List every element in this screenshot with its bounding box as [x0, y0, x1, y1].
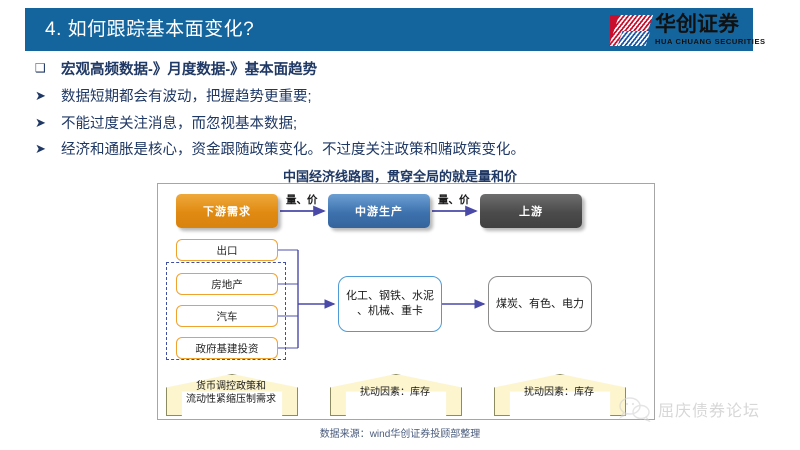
node-automobile: 汽车: [176, 305, 278, 327]
banner-shape: [494, 374, 626, 416]
node-midstream-industries-line1: 化工、钢铁、水泥: [346, 289, 434, 303]
list-item: ➤ 数据短期都会有波动，把握趋势更重要;: [35, 87, 635, 109]
banner-disturbance-inventory-2: 扰动因素：库存: [494, 374, 626, 416]
bullet-text: 数据短期都会有波动，把握趋势更重要;: [61, 88, 312, 105]
node-downstream-demand: 下游需求: [176, 194, 278, 228]
source-note: 数据来源：wind华创证券投顾部整理: [319, 429, 481, 440]
bullet-text: 经济和通胀是核心，资金跟随政策变化。不过度关注政策和赌政策变化。: [61, 142, 525, 159]
bullet-arrow-icon: ➤: [35, 114, 46, 130]
node-upstream-industries: 煤炭、有色、电力: [488, 276, 592, 332]
bullet-list: ❑ 宏观高频数据-》月度数据-》基本面趋势 ➤ 数据短期都会有波动，把握趋势更重…: [35, 60, 635, 167]
economy-roadmap-diagram: 下游需求 中游生产 上游 量、价 量、价 出口 房地产 汽车 政府基建投资 化工…: [157, 183, 655, 420]
huachuang-logo-icon: [608, 14, 654, 46]
banner-disturbance-inventory-1: 扰动因素：库存: [330, 374, 462, 416]
node-midstream-industries: 化工、钢铁、水泥 、机械、重卡: [338, 276, 442, 332]
bullet-text: 宏观高频数据-》月度数据-》基本面趋势: [61, 62, 318, 78]
brand-name-cn: 华创证券: [655, 13, 739, 37]
list-item: ➤ 经济和通胀是核心，资金跟随政策变化。不过度关注政策和赌政策变化。: [35, 140, 635, 162]
brand-logo: 华创证券 HUA CHUANG SECURITIES: [608, 10, 788, 50]
node-export: 出口: [176, 239, 278, 261]
node-real-estate: 房地产: [176, 273, 278, 295]
banner-shape: [330, 374, 462, 416]
node-midstream-industries-line2: 、机械、重卡: [357, 304, 423, 317]
wechat-icon: [619, 397, 651, 422]
flow-label-volume-price-1: 量、价: [286, 194, 318, 206]
watermark: 屈庆债券论坛: [618, 396, 760, 422]
dashed-group-outline: [166, 262, 286, 360]
banner-text-line2: 流动性紧缩压制需求: [186, 393, 276, 405]
bullet-arrow-icon: ➤: [35, 87, 46, 103]
watermark-label: 屈庆债券论坛: [658, 403, 761, 420]
banner-monetary-policy: 货币调控政策和 流动性紧缩压制需求: [166, 374, 298, 416]
bullet-text: 不能过度关注消息，而忽视基本数据;: [61, 115, 298, 132]
node-midstream-production: 中游生产: [328, 194, 430, 228]
list-item: ➤ 不能过度关注消息，而忽视基本数据;: [35, 114, 635, 136]
node-upstream: 上游: [480, 194, 582, 228]
diagram-title: 中国经济线路图，贯穿全局的就是量和价: [282, 170, 517, 185]
flow-label-volume-price-2: 量、价: [438, 194, 470, 206]
node-govt-infrastructure-investment: 政府基建投资: [176, 337, 278, 359]
diagram-connectors: [278, 205, 486, 349]
bullet-square-icon: ❑: [35, 61, 46, 75]
list-item: ❑ 宏观高频数据-》月度数据-》基本面趋势: [35, 60, 635, 82]
node-upstream-industries-line1: 煤炭、有色、电力: [496, 296, 584, 310]
bullet-arrow-icon: ➤: [35, 141, 46, 157]
page-title: 4. 如何跟踪基本面变化?: [45, 19, 255, 40]
brand-name-en: HUA CHUANG SECURITIES: [655, 37, 766, 47]
banner-shape: [166, 374, 298, 416]
